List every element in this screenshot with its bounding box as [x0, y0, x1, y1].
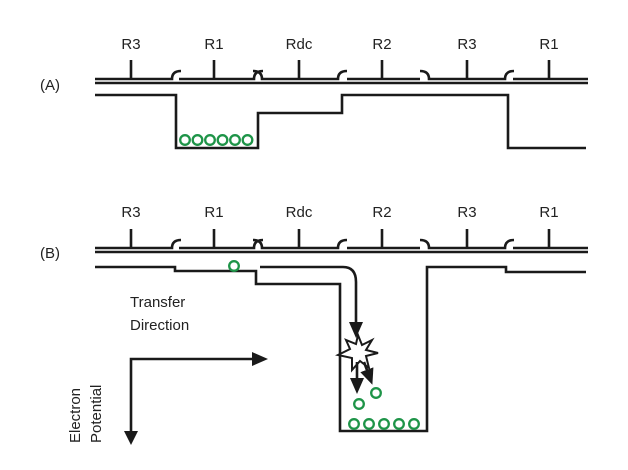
electron — [204, 134, 216, 146]
star-burst-icon — [335, 331, 379, 373]
gate-electrode — [179, 238, 264, 250]
gate-label: R1 — [204, 204, 223, 221]
panel-a-label: (A) — [40, 77, 60, 94]
electrons-b — [228, 260, 420, 430]
electron — [191, 134, 204, 146]
electron — [216, 134, 229, 146]
gate-label: R1 — [204, 36, 223, 53]
gate-label: R3 — [457, 204, 476, 221]
transfer-path-arrow — [260, 265, 363, 338]
panel-b-label: (B) — [40, 245, 60, 262]
y-axis-label-line2: Potential — [88, 385, 105, 443]
panel-a: (A) R3 R1 Rdc R2 R3 R1 — [40, 36, 588, 150]
transfer-direction-arrow-icon — [252, 352, 268, 366]
gate-electrodes-b — [95, 229, 588, 250]
electron — [378, 418, 390, 430]
electron-falling — [353, 398, 365, 410]
x-axis-label-line2: Direction — [130, 317, 189, 334]
gate-electrodes-a — [95, 60, 588, 81]
gate-electrode — [95, 69, 182, 81]
gate-label: Rdc — [286, 204, 313, 221]
electrons-a — [179, 134, 254, 146]
electron — [241, 134, 254, 146]
electron — [393, 418, 405, 430]
gate-labels-b: R3 R1 Rdc R2 R3 R1 — [121, 204, 558, 221]
potential-profile-a — [95, 93, 586, 150]
electron-in-transit — [228, 260, 240, 272]
axes-lines — [129, 357, 260, 438]
gate-label: R2 — [372, 36, 391, 53]
gate-electrode — [179, 69, 264, 81]
electron — [408, 418, 420, 430]
gate-label: R2 — [372, 204, 391, 221]
gate-label: R3 — [121, 36, 140, 53]
gate-label: R3 — [457, 36, 476, 53]
electron — [229, 134, 241, 146]
gate-label: R1 — [539, 204, 558, 221]
electron — [363, 418, 375, 430]
falling-arrow — [360, 361, 374, 385]
electron — [348, 418, 360, 430]
x-axis-label-line1: Transfer — [130, 294, 185, 311]
panel-b: (B) R3 R1 Rdc R2 R3 R1 — [40, 204, 588, 433]
gate-electrode — [95, 238, 182, 250]
potential-profile-b — [95, 265, 586, 433]
y-axis-label-line1: Electron — [67, 388, 84, 443]
gate-labels-a: R3 R1 Rdc R2 R3 R1 — [121, 36, 558, 53]
potential-arrow-icon — [124, 431, 138, 445]
gate-label: Rdc — [286, 36, 313, 53]
electron-falling — [370, 387, 382, 399]
electron — [179, 134, 191, 146]
gate-label: R3 — [121, 204, 140, 221]
gate-label: R1 — [539, 36, 558, 53]
axes-legend: Transfer Direction Electron Potential — [67, 294, 268, 445]
